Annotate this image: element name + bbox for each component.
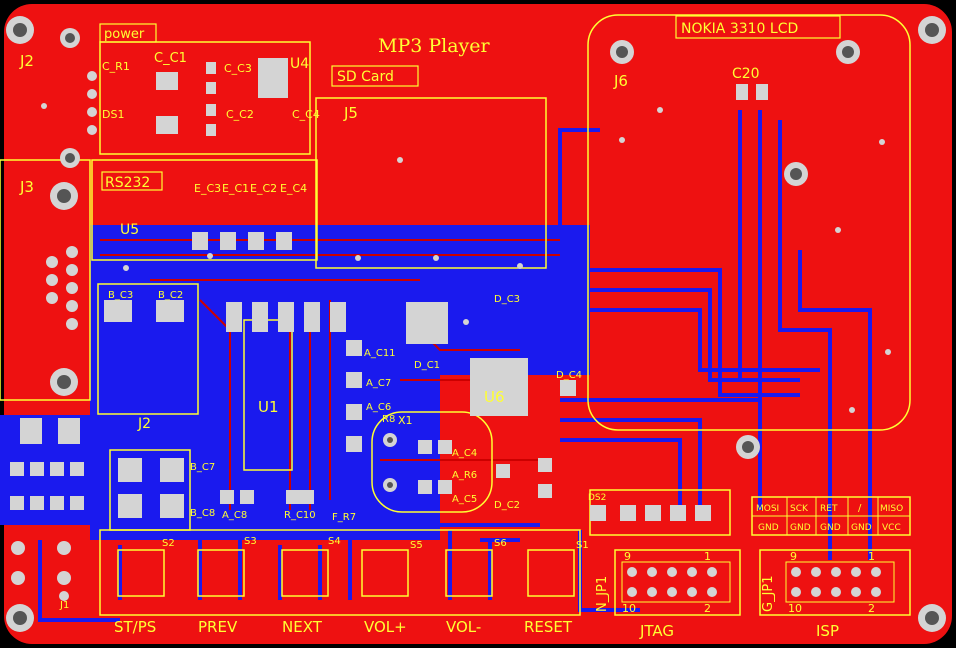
rs232-label: RS232 bbox=[105, 175, 150, 191]
power-label-box bbox=[99, 23, 157, 43]
ref-s4: S4 bbox=[328, 536, 341, 547]
isp-cell-gnd-4: GND bbox=[851, 523, 872, 533]
ref-e-c4: E_C4 bbox=[280, 182, 307, 195]
header-pins bbox=[621, 561, 895, 603]
ref-s1: S1 bbox=[576, 540, 589, 551]
ref-e-c2: E_C2 bbox=[250, 182, 277, 195]
db9-pins bbox=[46, 71, 97, 330]
button-label-reset: RESET bbox=[524, 618, 573, 636]
ref-b-c3: B_C3 bbox=[108, 290, 133, 301]
sd-card-label-box bbox=[331, 65, 419, 87]
isp-pin-2: 2 bbox=[868, 602, 875, 615]
jtag-pin-1: 1 bbox=[704, 550, 711, 563]
ref-ds1: DS1 bbox=[102, 108, 124, 121]
ref-a-c8: A_C8 bbox=[222, 510, 247, 521]
ref-g-jp1: G_JP1 bbox=[761, 575, 776, 612]
ref-ds2: DS2 bbox=[588, 493, 606, 503]
ref-a-c11: A_C11 bbox=[364, 348, 396, 359]
ref-j1: J1 bbox=[59, 600, 69, 611]
jtag-pin-2: 2 bbox=[704, 602, 711, 615]
ref-s5: S5 bbox=[410, 540, 423, 551]
ref-j2: J2 bbox=[19, 52, 34, 70]
smd-pads bbox=[10, 58, 768, 521]
jtag-pin-10: 10 bbox=[622, 602, 636, 615]
isp-cell-sck: SCK bbox=[790, 504, 809, 514]
ref-c20: C20 bbox=[732, 66, 760, 82]
ref-b-c8: B_C8 bbox=[190, 508, 215, 519]
isp-cell-mosi: MOSI bbox=[756, 504, 779, 514]
button-label-next: NEXT bbox=[282, 618, 323, 636]
isp-pin-9: 9 bbox=[790, 550, 797, 563]
ref-j6: J6 bbox=[613, 72, 628, 90]
isp-pin-table bbox=[752, 497, 910, 535]
ref-c-c3: C_C3 bbox=[224, 62, 252, 75]
ref-x1: X1 bbox=[398, 414, 413, 427]
ref-c-c4: C_C4 bbox=[292, 108, 320, 121]
button-label-vol-down: VOL- bbox=[446, 618, 481, 636]
isp-cell-miso: MISO bbox=[880, 504, 903, 514]
isp-pin-table-bottom: GND GND GND GND VCC bbox=[758, 523, 901, 533]
ref-s3: S3 bbox=[244, 536, 257, 547]
board-title: MP3 Player bbox=[378, 35, 491, 57]
isp-cell-gnd-1: GND bbox=[758, 523, 779, 533]
ref-a-r6: A_R6 bbox=[452, 470, 477, 481]
ref-j3: J3 bbox=[19, 178, 34, 196]
lcd-label-box bbox=[675, 15, 841, 39]
j1-connector bbox=[11, 541, 71, 601]
ref-s6: S6 bbox=[494, 538, 507, 549]
ref-d-c1: D_C1 bbox=[414, 360, 440, 371]
isp-cell-gnd-3: GND bbox=[820, 523, 841, 533]
ref-e-c1: E_C1 bbox=[222, 182, 249, 195]
traces-top bbox=[100, 239, 560, 510]
button-label-st-ps: ST/PS bbox=[114, 618, 156, 636]
ref-j5: J5 bbox=[343, 104, 358, 122]
ref-d-c2: D_C2 bbox=[494, 500, 520, 511]
power-label: power bbox=[104, 27, 145, 42]
ref-d-c4: D_C4 bbox=[556, 370, 582, 381]
ref-j2-inner: J2 bbox=[137, 416, 151, 432]
isp-cell-ret: RET bbox=[820, 504, 838, 514]
ref-a-c4: A_C4 bbox=[452, 448, 477, 459]
button-label-prev: PREV bbox=[198, 618, 238, 636]
ref-c-c2: C_C2 bbox=[226, 108, 254, 121]
ref-e-c3: E_C3 bbox=[194, 182, 221, 195]
ref-d-c3: D_C3 bbox=[494, 294, 520, 305]
jtag-label: JTAG bbox=[639, 622, 674, 640]
ref-u6: U6 bbox=[484, 388, 505, 406]
ref-u4: U4 bbox=[290, 56, 309, 72]
lcd-label: NOKIA 3310 LCD bbox=[681, 21, 798, 37]
ref-r8: R8 bbox=[382, 414, 395, 425]
isp-cell-gnd-2: GND bbox=[790, 523, 811, 533]
tact-switches bbox=[117, 549, 575, 597]
ref-a-c5: A_C5 bbox=[452, 494, 477, 505]
ref-f-r7: F_R7 bbox=[332, 512, 356, 523]
isp-label: ISP bbox=[816, 622, 839, 640]
isp-cell-slash: / bbox=[858, 503, 862, 514]
ref-c-c1: C_C1 bbox=[154, 51, 187, 66]
vias bbox=[41, 103, 891, 413]
ref-b-c2: B_C2 bbox=[158, 290, 183, 301]
ref-r-c10: R_C10 bbox=[284, 510, 316, 521]
ref-a-c7: A_C7 bbox=[366, 378, 391, 389]
ref-n-jp1: N_JP1 bbox=[595, 576, 610, 612]
mounting-holes bbox=[6, 16, 946, 632]
ref-a-c6: A_C6 bbox=[366, 402, 391, 413]
ref-s2: S2 bbox=[162, 538, 175, 549]
isp-pin-1: 1 bbox=[868, 550, 875, 563]
isp-pin-10: 10 bbox=[788, 602, 802, 615]
isp-pin-table-top: MOSI SCK RET / MISO bbox=[756, 503, 903, 514]
isp-cell-vcc: VCC bbox=[882, 523, 901, 533]
sd-card-label: SD Card bbox=[337, 69, 394, 85]
rs232-label-box bbox=[101, 171, 163, 191]
jtag-pin-9: 9 bbox=[624, 550, 631, 563]
ref-c-r1: C_R1 bbox=[102, 60, 130, 73]
button-label-vol-up: VOL+ bbox=[364, 618, 407, 636]
ref-u5: U5 bbox=[120, 222, 139, 238]
ref-u1: U1 bbox=[258, 398, 279, 416]
ref-b-c7: B_C7 bbox=[190, 462, 215, 473]
